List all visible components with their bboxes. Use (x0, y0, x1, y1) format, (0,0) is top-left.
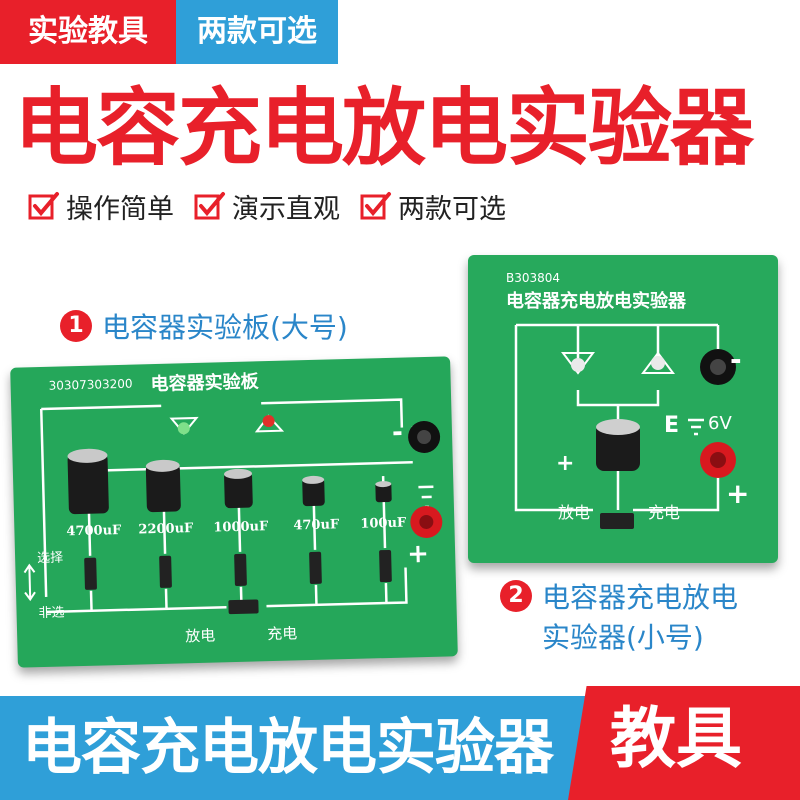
voltage-label: 6V (708, 413, 732, 434)
capacitor-icon (302, 475, 325, 507)
number-badge: 1 (60, 310, 92, 342)
select-label: 选择 (36, 550, 64, 567)
black-terminal-icon (408, 420, 441, 453)
feature-label: 两款可选 (398, 193, 506, 225)
feature-item: 两款可选 (360, 186, 506, 226)
plus-sign: + (726, 477, 750, 510)
capacitor-label: 2200uF (138, 521, 194, 538)
feature-label: 演示直观 (232, 193, 340, 225)
capacitor-label: 470uF (293, 517, 340, 534)
capacitor-icon (67, 448, 109, 515)
board-serial: B303804 (506, 271, 561, 285)
red-terminal-icon (700, 442, 736, 478)
bottom-title: 电容充电放电实验器 (22, 713, 554, 783)
feature-label: 操作简单 (66, 193, 174, 225)
minus-sign: - (730, 343, 742, 376)
discharge-label: 放电 (185, 626, 216, 646)
led-green-icon (169, 416, 199, 435)
select-switch (234, 553, 247, 586)
capacitor-label: 100uF (360, 515, 407, 532)
plus-sign: + (556, 451, 575, 476)
board-title: 电容器充电放电实验器 (506, 291, 686, 312)
capacitor-label: 4700uF (66, 522, 122, 540)
select-switch (84, 557, 97, 590)
board-title: 电容器实验板 (150, 371, 259, 396)
board-serial: 30307303200 (48, 376, 133, 393)
checkbox-check-icon (28, 192, 59, 220)
caption-large-board: 1 电容器实验板(大号) (60, 308, 348, 348)
charge-label: 充电 (648, 503, 681, 522)
charge-discharge-switch (228, 599, 259, 615)
black-terminal-icon (700, 349, 736, 385)
checkbox-check-icon (360, 192, 391, 220)
capacitor-icon (596, 419, 640, 471)
circuit-traces (23, 398, 443, 615)
checkbox-check-icon (194, 192, 225, 220)
bottom-badge-background (568, 686, 800, 800)
led-red-icon (254, 414, 285, 433)
capacitor-icon (375, 481, 392, 503)
plus-sign: + (406, 538, 430, 570)
capacitor-board-large: 30307303200 电容器实验板 4700uF 2200uF 1000uF … (10, 356, 458, 668)
capacitor-icon (145, 459, 181, 513)
tag-teaching-aid: 实验教具 (0, 0, 176, 64)
select-switch (309, 551, 322, 584)
unselect-label: 非选 (38, 605, 65, 622)
main-title: 电容充电放电实验器 (14, 79, 754, 177)
up-down-arrow-icon (23, 563, 36, 602)
tag-two-models: 两款可选 (176, 0, 338, 64)
caption-text-line1: 电容器充电放电 (542, 581, 739, 614)
charge-discharge-switch (600, 513, 634, 529)
feature-item: 演示直观 (194, 186, 340, 226)
capacitor-board-small: B303804 电容器充电放电实验器 E 6V 放电 充电 + - + (468, 255, 778, 563)
red-terminal-icon (410, 505, 443, 538)
charge-label: 充电 (266, 624, 298, 644)
feature-list: 操作简单 演示直观 两款可选 (28, 186, 506, 226)
select-switch (159, 555, 172, 588)
select-switch (379, 549, 392, 583)
bottom-badge: 教具 (610, 700, 742, 777)
caption-text: 电容器实验板(大号) (102, 311, 348, 344)
minus-sign: - (391, 417, 404, 448)
led-white-icon (641, 351, 675, 374)
capacitor-label: 1000uF (213, 519, 269, 536)
feature-item: 操作简单 (28, 186, 174, 226)
circuit-traces (514, 323, 736, 529)
caption-text-line2: 实验器(小号) (542, 621, 704, 654)
discharge-label: 放电 (558, 503, 591, 522)
led-white-icon (561, 352, 595, 375)
number-badge: 2 (500, 580, 532, 612)
voltage-letter: E (664, 413, 680, 438)
caption-small-board: 2 电容器充电放电 实验器(小号) (500, 578, 738, 658)
capacitor-icon (224, 468, 253, 509)
